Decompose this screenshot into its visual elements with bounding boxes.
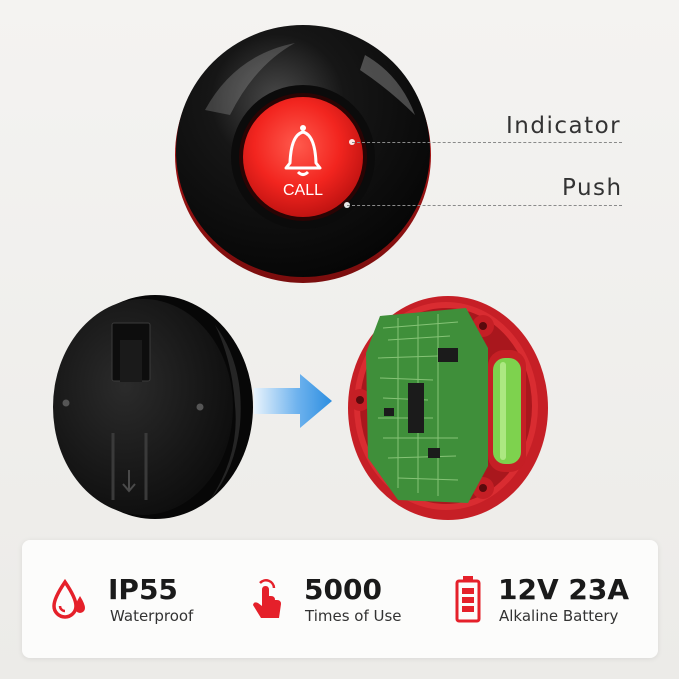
feature-desc-times-of-use: Times of Use — [305, 607, 402, 625]
push-line — [347, 205, 622, 206]
feature-value-5000: 5000 — [304, 573, 382, 606]
arrow-down-icon — [122, 470, 136, 493]
water-drop-icon — [52, 578, 85, 619]
feature-desc-alkaline-battery: Alkaline Battery — [499, 607, 619, 625]
device-open-pcb — [348, 296, 548, 520]
call-button-device: CALL — [175, 25, 431, 283]
device-back-view — [53, 295, 253, 519]
battery-icon — [455, 576, 481, 623]
indicator-label: Indicator — [506, 113, 622, 139]
arrow-right-icon — [254, 374, 332, 428]
finger-press-icon — [253, 579, 281, 618]
feature-battery: 12V 23A Alkaline Battery — [442, 540, 658, 658]
feature-waterproof: IP55 Waterproof — [22, 540, 232, 658]
feature-value-ip55: IP55 — [108, 573, 178, 606]
push-label: Push — [562, 175, 623, 201]
bell-icon — [284, 125, 322, 176]
feature-desc-waterproof: Waterproof — [110, 607, 194, 625]
call-label: CALL — [283, 182, 323, 199]
indicator-line — [352, 142, 622, 143]
feature-bar: IP55 Waterproof 5000 Times of Use 12V 23… — [22, 540, 658, 658]
feature-times-of-use: 5000 Times of Use — [232, 540, 442, 658]
feature-value-12v-23a: 12V 23A — [498, 573, 630, 606]
